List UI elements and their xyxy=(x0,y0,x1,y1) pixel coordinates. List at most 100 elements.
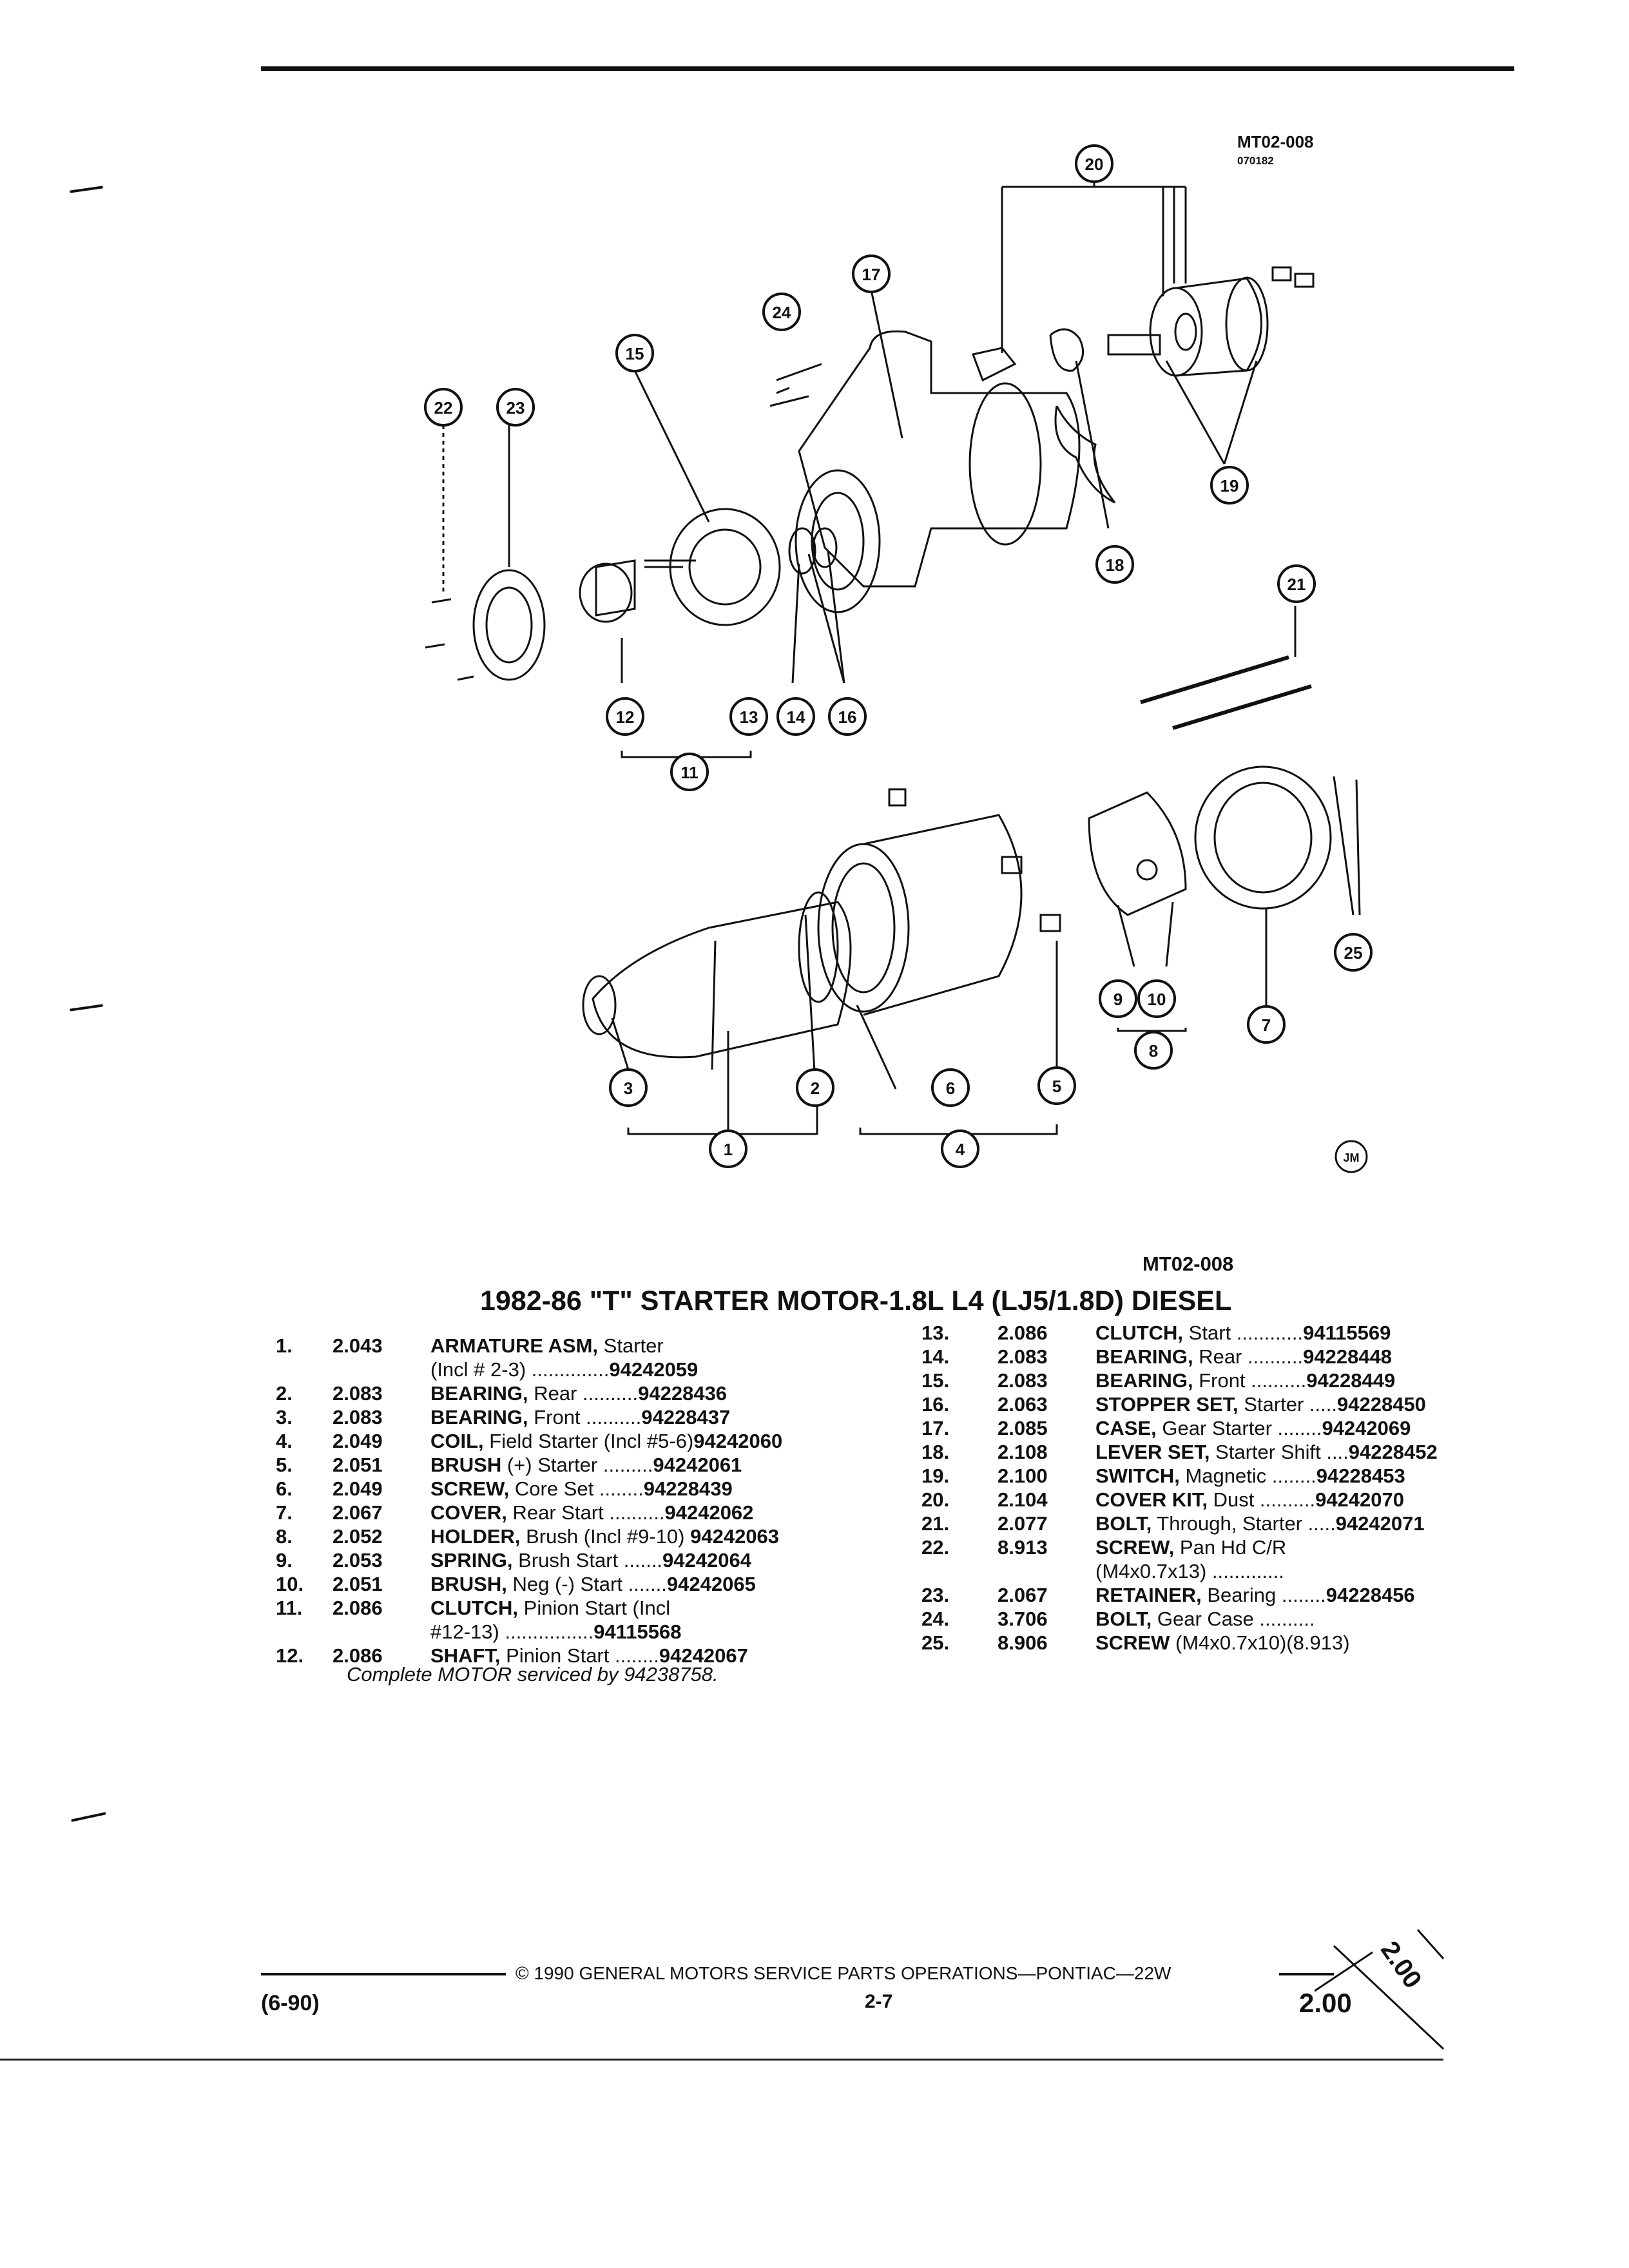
svg-text:21: 21 xyxy=(1287,575,1306,594)
svg-text:JM: JM xyxy=(1343,1151,1359,1164)
revision-date: (6-90) xyxy=(261,1991,320,2015)
svg-text:15: 15 xyxy=(626,344,644,363)
part-detail: (+) Starter ......... xyxy=(501,1454,653,1476)
callout-24: 24 xyxy=(762,293,801,331)
part-detail: Starter xyxy=(598,1334,664,1357)
group-number: 2.108 xyxy=(998,1441,1048,1463)
part-description: (M4x0.7x13) ............. xyxy=(1095,1559,1284,1583)
part-name: ARMATURE ASM, xyxy=(430,1334,599,1357)
callout-1: 1 xyxy=(709,1129,747,1168)
part-number-index: 10. xyxy=(276,1573,304,1595)
part-detail: Gear Starter ........ xyxy=(1156,1417,1322,1439)
part-number-index: 20. xyxy=(921,1488,950,1511)
part-number-index: 12. xyxy=(276,1644,304,1667)
callout-18: 18 xyxy=(1095,545,1134,584)
part-number-index: 8. xyxy=(276,1525,293,1548)
part-number-index: 22. xyxy=(921,1536,950,1559)
part-description: BEARING, Rear ..........94228436 xyxy=(430,1381,727,1405)
part-description: BRUSH (+) Starter .........94242061 xyxy=(430,1453,742,1477)
part-name: SWITCH, xyxy=(1095,1465,1180,1487)
part-number-index: 1. xyxy=(276,1334,293,1357)
svg-text:22: 22 xyxy=(434,398,453,418)
part-number-index: 17. xyxy=(921,1417,950,1439)
part-description: BOLT, Gear Case .......... xyxy=(1095,1607,1315,1631)
part-detail: Front .......... xyxy=(528,1406,642,1428)
callout-14: 14 xyxy=(776,697,815,736)
part-description: SCREW, Pan Hd C/R xyxy=(1095,1535,1286,1559)
part-number-index: 15. xyxy=(921,1369,950,1392)
margin-mark xyxy=(71,1812,106,1822)
part-number-index: 21. xyxy=(921,1512,950,1535)
part-name: BOLT, xyxy=(1095,1512,1152,1535)
part-number: 94228453 xyxy=(1316,1465,1405,1487)
part-description: CLUTCH, Start ............94115569 xyxy=(1095,1321,1391,1345)
part-description: COVER KIT, Dust ..........94242070 xyxy=(1095,1488,1404,1512)
part-number: 94242065 xyxy=(666,1573,756,1595)
part-detail: #12-13) ................ xyxy=(430,1620,594,1643)
svg-text:20: 20 xyxy=(1085,155,1104,174)
callout-7: 7 xyxy=(1247,1005,1286,1044)
callout-20: 20 xyxy=(1075,144,1113,183)
part-description: SHAFT, Pinion Start ........94242067 xyxy=(430,1644,748,1667)
footer-rule-right xyxy=(1279,1973,1334,1975)
part-number-index: 2. xyxy=(276,1382,293,1405)
part-number: 94115568 xyxy=(593,1620,682,1643)
part-number-index: 6. xyxy=(276,1477,293,1500)
part-description: LEVER SET, Starter Shift ....94228452 xyxy=(1095,1440,1438,1464)
part-number: 94228449 xyxy=(1306,1369,1396,1392)
callout-5: 5 xyxy=(1037,1066,1076,1105)
svg-text:13: 13 xyxy=(740,707,758,727)
part-name: CLUTCH, xyxy=(430,1597,519,1619)
svg-text:16: 16 xyxy=(838,707,857,727)
part-detail: Brush (Incl #9-10) xyxy=(520,1525,691,1548)
callout-6: 6 xyxy=(931,1068,970,1107)
part-name: BEARING, xyxy=(430,1382,528,1405)
group-number: 2.083 xyxy=(333,1382,383,1405)
svg-text:18: 18 xyxy=(1106,555,1124,575)
part-name: BOLT, xyxy=(1095,1608,1152,1630)
group-number: 2.100 xyxy=(998,1465,1048,1487)
svg-text:5: 5 xyxy=(1052,1077,1061,1096)
callout-21: 21 xyxy=(1277,564,1316,603)
part-description: RETAINER, Bearing ........94228456 xyxy=(1095,1583,1415,1607)
part-name: BEARING, xyxy=(1095,1345,1193,1368)
part-number: 94115569 xyxy=(1303,1321,1391,1344)
part-number: 94228437 xyxy=(641,1406,731,1428)
callout-17: 17 xyxy=(852,255,891,293)
part-number: 94228450 xyxy=(1337,1393,1426,1416)
callout-12: 12 xyxy=(606,697,644,736)
header-rule xyxy=(261,66,1514,71)
svg-text:14: 14 xyxy=(787,707,805,727)
svg-text:17: 17 xyxy=(862,265,881,284)
callout-23: 23 xyxy=(496,388,535,427)
part-number-index: 13. xyxy=(921,1321,950,1344)
group-number: 2.083 xyxy=(998,1345,1048,1368)
part-name: BEARING, xyxy=(430,1406,528,1428)
part-name: SCREW xyxy=(1095,1631,1170,1654)
callout-4: 4 xyxy=(941,1129,979,1168)
diagram-subcode: 070182 xyxy=(1237,155,1274,167)
svg-text:11: 11 xyxy=(680,763,699,782)
svg-text:4: 4 xyxy=(956,1140,965,1159)
part-detail: Field Starter (Incl #5-6) xyxy=(483,1430,694,1452)
part-number-index: 24. xyxy=(921,1608,950,1630)
svg-text:25: 25 xyxy=(1344,943,1363,963)
part-detail: Through, Starter ..... xyxy=(1152,1512,1336,1535)
part-number-index: 9. xyxy=(276,1549,293,1571)
part-description: #12-13) ................94115568 xyxy=(430,1620,682,1644)
part-name: CASE, xyxy=(1095,1417,1157,1439)
